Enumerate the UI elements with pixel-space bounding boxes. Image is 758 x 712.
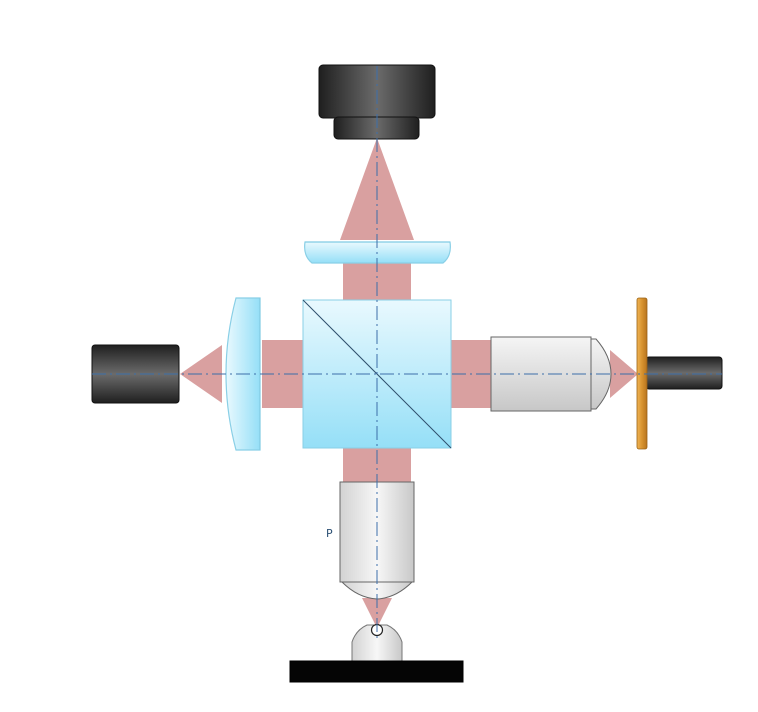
stage-plate [289,660,464,683]
sample-stage [289,623,464,683]
right-mirror-assembly [636,297,723,450]
sample-holder [351,624,403,663]
optical-axes [92,66,722,638]
right-detector-body [645,356,723,390]
stray-label: P [326,527,333,540]
